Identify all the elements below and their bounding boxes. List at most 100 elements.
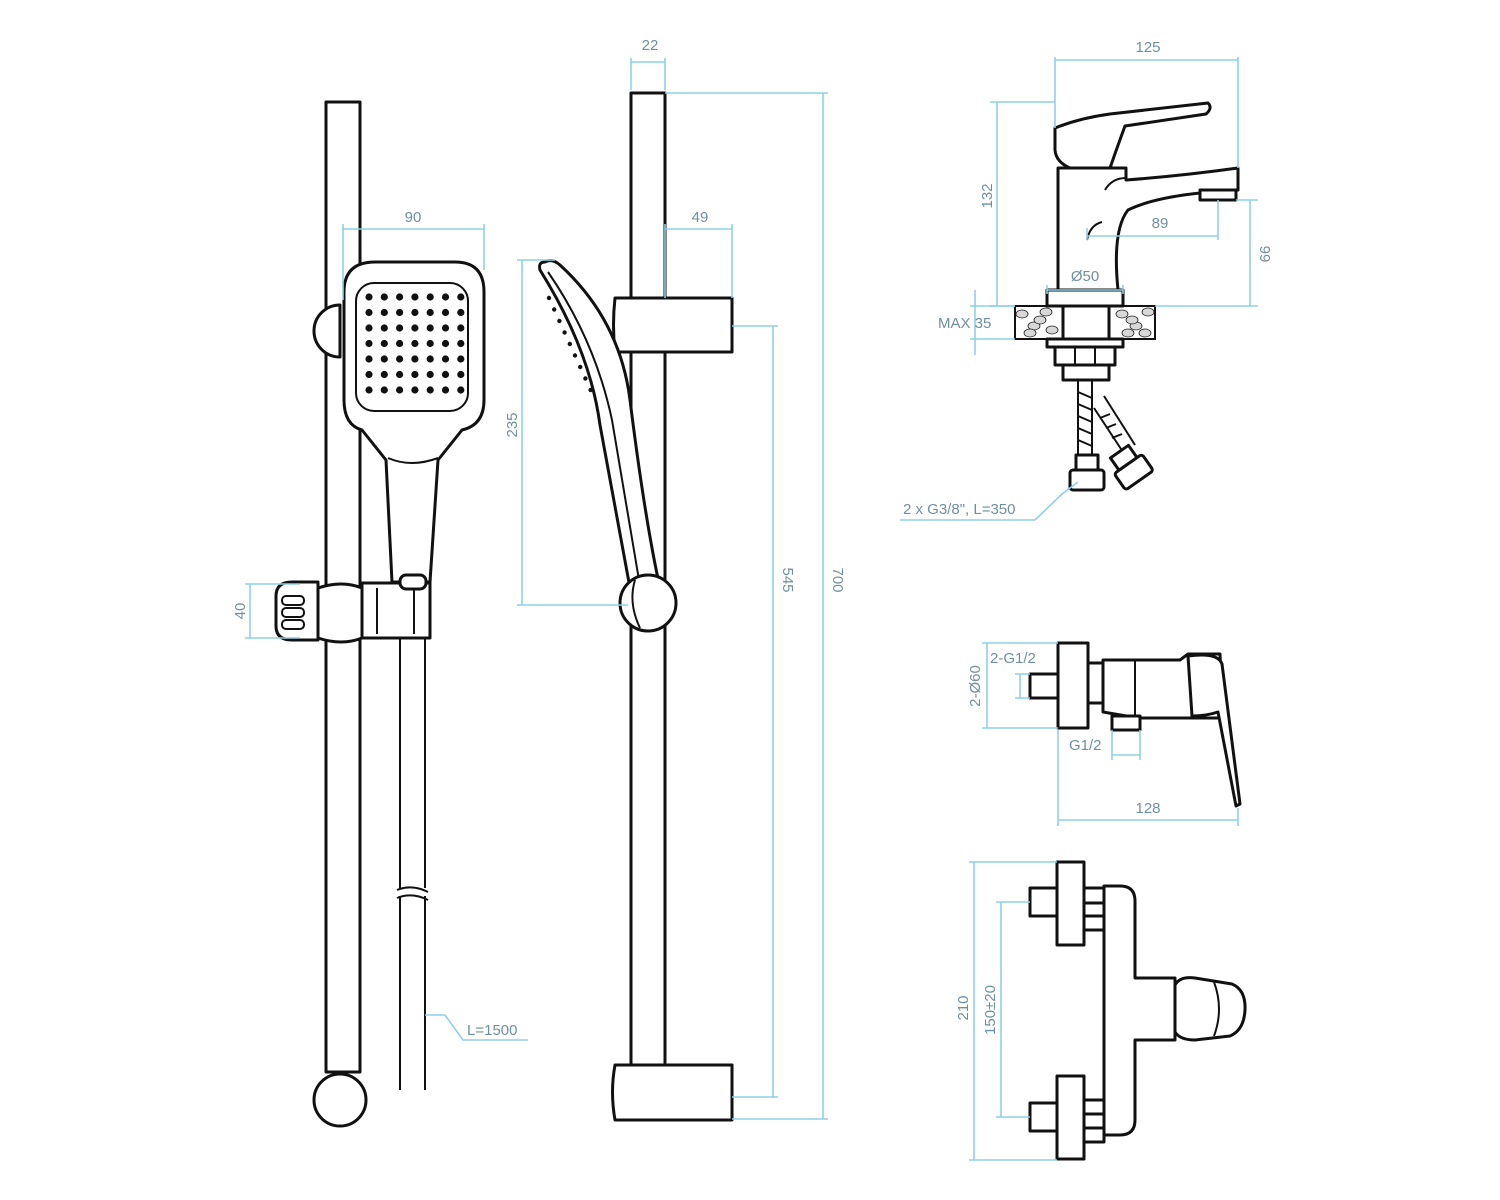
lower-rosette <box>1055 1074 1086 1161</box>
spray-nozzle <box>426 324 434 332</box>
spray-nozzles <box>365 293 465 394</box>
upper-rosette <box>1055 860 1086 947</box>
side-nozzle <box>578 364 583 370</box>
hose-ferrule-left <box>1074 453 1100 472</box>
handshower-side <box>538 259 662 590</box>
spray-nozzle <box>457 293 465 301</box>
handle-front-detail <box>1213 981 1220 1037</box>
shower-mixer-depth-label: 128 <box>1135 800 1160 817</box>
spray-nozzle <box>426 386 434 394</box>
rail-total-label: 700 <box>829 567 846 592</box>
spray-nozzle <box>457 370 465 379</box>
spray-nozzle <box>457 308 465 317</box>
handshower-side-edge <box>547 271 641 587</box>
mixer-body-front <box>1102 884 1177 1137</box>
spray-nozzle <box>441 370 450 379</box>
spray-nozzle <box>411 324 419 332</box>
spray-nozzle <box>457 386 465 394</box>
inlet-spacing-label: 150±20 <box>982 985 999 1035</box>
spray-nozzle <box>396 324 404 332</box>
spray-nozzle <box>441 386 450 394</box>
mounting-nut <box>1053 345 1117 367</box>
bracket-depth-label: 49 <box>692 209 709 226</box>
handshower-length-label: 235 <box>504 412 521 437</box>
stone-grain <box>1125 315 1139 325</box>
inlet-nut <box>1086 661 1105 705</box>
spray-nozzle <box>365 324 373 332</box>
mounting-stud <box>1061 304 1111 341</box>
side-nozzle <box>567 341 572 347</box>
spray-nozzle <box>457 355 465 363</box>
spray-nozzle <box>396 370 404 379</box>
spray-nozzle <box>411 339 419 348</box>
lower-bracket <box>611 1063 734 1122</box>
spray-nozzle <box>365 370 373 379</box>
spray-nozzle <box>457 339 465 348</box>
rail-knob <box>312 303 342 359</box>
spray-nozzle <box>411 293 419 301</box>
side-nozzles <box>546 295 593 393</box>
wall-rosette <box>1056 641 1090 730</box>
outlet-thread-label: G1/2 <box>1069 737 1102 754</box>
spray-nozzle <box>365 355 373 363</box>
spray-nozzle <box>457 324 465 332</box>
spray-nozzle <box>441 339 450 348</box>
rail-diameter-label: 22 <box>642 37 659 54</box>
basin-mixer <box>1014 101 1240 492</box>
shower-mixer-front-dimensions: 210 150±20 <box>955 861 1057 1161</box>
spray-nozzle <box>396 308 404 317</box>
side-nozzle <box>546 295 552 301</box>
mixer-handle-front <box>1173 976 1247 1042</box>
spray-nozzle <box>441 293 450 301</box>
stone-grain <box>1039 307 1053 317</box>
nut-flats <box>1074 347 1096 365</box>
rail-front-dimensions: 90 40 L=1500 <box>232 209 528 1041</box>
spray-face <box>355 282 469 412</box>
holder-clamp <box>316 582 364 644</box>
spray-nozzle <box>441 324 450 332</box>
stone-grain <box>1015 309 1029 319</box>
spray-nozzle <box>380 339 388 348</box>
spray-nozzle <box>365 293 373 301</box>
upper-inlet <box>1028 886 1060 918</box>
handle-inner <box>387 457 439 464</box>
shower-rail-front-view <box>274 100 486 1128</box>
spray-nozzle <box>365 308 373 317</box>
flex-hose-right <box>1093 395 1136 456</box>
hose-nut-left <box>1068 468 1106 492</box>
stone-grain <box>1141 307 1155 317</box>
handle-connector <box>398 573 428 591</box>
stone-grain <box>1138 328 1152 338</box>
spray-nozzle <box>396 355 404 363</box>
handshower-holder <box>360 581 432 640</box>
spray-nozzle <box>411 355 419 363</box>
stone-grain <box>1045 325 1059 335</box>
side-holder-detail <box>631 579 641 629</box>
holder-height-label: 40 <box>232 603 249 620</box>
knob-rib <box>281 607 305 618</box>
side-nozzle <box>588 387 593 393</box>
stone-grain <box>1115 309 1129 319</box>
side-nozzle <box>557 318 562 324</box>
max-thickness-label: MAX 35 <box>938 315 991 332</box>
mixer-lever <box>1053 101 1212 170</box>
side-nozzle <box>583 376 588 381</box>
spray-nozzle <box>380 386 388 394</box>
stone-grain <box>1033 315 1047 325</box>
spray-nozzle <box>426 308 434 317</box>
spray-nozzle <box>396 386 404 394</box>
rail-side-dimensions: 22 49 235 545 700 <box>504 37 846 1120</box>
shower-rail-side-view <box>538 91 734 1122</box>
shower-mixer-top-view <box>1028 641 1242 808</box>
side-nozzle <box>562 330 567 335</box>
knob-rib <box>281 595 305 606</box>
spray-nozzle <box>441 355 450 363</box>
holder-groove <box>376 588 415 634</box>
spout-reach-label: 89 <box>1152 215 1169 232</box>
hose-nut-right <box>1113 453 1154 491</box>
spray-nozzle <box>380 355 388 363</box>
base-diameter-label: Ø50 <box>1071 268 1099 285</box>
spray-nozzle <box>411 308 419 317</box>
stud-thread <box>1061 363 1111 382</box>
